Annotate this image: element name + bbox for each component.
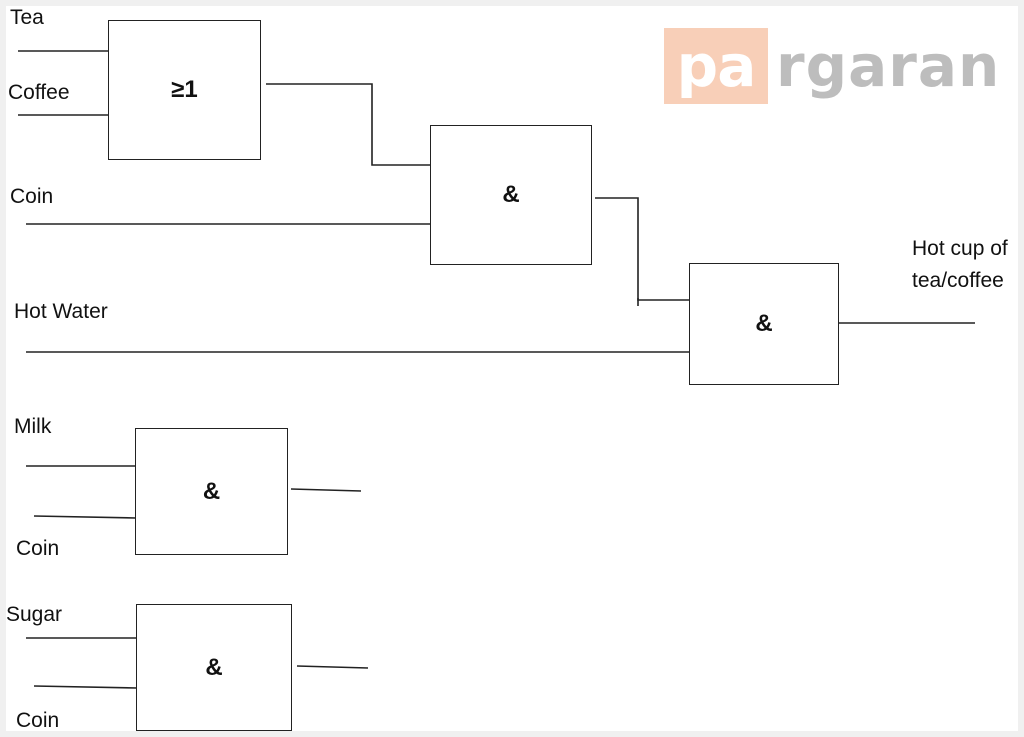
label-hot-water: Hot Water — [14, 300, 108, 323]
wire-coin-milk — [33, 515, 137, 519]
diagram-background — [6, 6, 1018, 731]
label-output-line2: tea/coffee — [912, 269, 1004, 292]
label-coffee: Coffee — [8, 81, 70, 104]
wire-and1-to-and2 — [595, 197, 690, 301]
or-gate: ≥1 — [108, 20, 261, 160]
label-sugar: Sugar — [6, 603, 63, 626]
label-output-line1: Hot cup of — [912, 237, 1008, 260]
logo-rest-text: rgaran — [776, 32, 1001, 100]
and-gate-2-symbol: & — [755, 310, 773, 337]
or-gate-symbol: ≥1 — [171, 76, 198, 103]
logo-boxed-text: pa — [664, 28, 768, 104]
wire-sugar-out — [296, 665, 369, 669]
and-gate-milk: & — [135, 428, 288, 555]
label-coin-main: Coin — [10, 185, 54, 208]
and-gate-1-symbol: & — [502, 181, 520, 208]
wire-coin-sugar — [33, 685, 138, 689]
label-coin-milk: Coin — [16, 537, 60, 560]
pargaran-logo: pa rgaran — [664, 28, 1000, 104]
label-tea: Tea — [10, 6, 44, 29]
wire-milk-out — [290, 488, 362, 492]
and-gate-sugar-symbol: & — [205, 653, 223, 681]
label-milk: Milk — [14, 415, 52, 438]
and-gate-milk-symbol: & — [202, 477, 221, 505]
wire-or-to-and1 — [266, 83, 431, 166]
and-gate-sugar: & — [136, 604, 292, 731]
and-gate-2: & — [689, 263, 839, 385]
and-gate-1: & — [430, 125, 592, 265]
label-coin-sugar: Coin — [16, 709, 60, 732]
